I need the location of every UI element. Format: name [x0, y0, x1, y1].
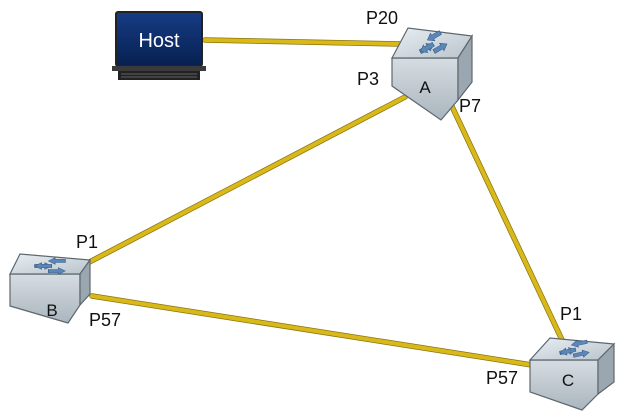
- link-b-c: [89, 293, 535, 368]
- switch-a-label: A: [419, 78, 431, 97]
- link-a-b: [75, 94, 408, 271]
- link-a-c: [445, 95, 566, 345]
- link-host-a: [202, 37, 403, 47]
- switch-a: A: [391, 27, 474, 121]
- switch-c: C: [528, 337, 616, 411]
- port-label-a-c: P7: [459, 96, 481, 116]
- port-label-c-b: P57: [486, 368, 518, 388]
- switch-b-label: B: [46, 301, 57, 320]
- port-label-c-a: P1: [560, 304, 582, 324]
- port-label-a-b: P3: [357, 69, 379, 89]
- switch-c-label: C: [562, 371, 574, 390]
- switch-b: B: [9, 253, 92, 324]
- host-label: Host: [138, 30, 180, 52]
- port-label-a-host: P20: [366, 8, 398, 28]
- port-label-b-c: P57: [89, 310, 121, 330]
- port-label-b-a: P1: [76, 232, 98, 252]
- host-computer: Host: [112, 11, 206, 80]
